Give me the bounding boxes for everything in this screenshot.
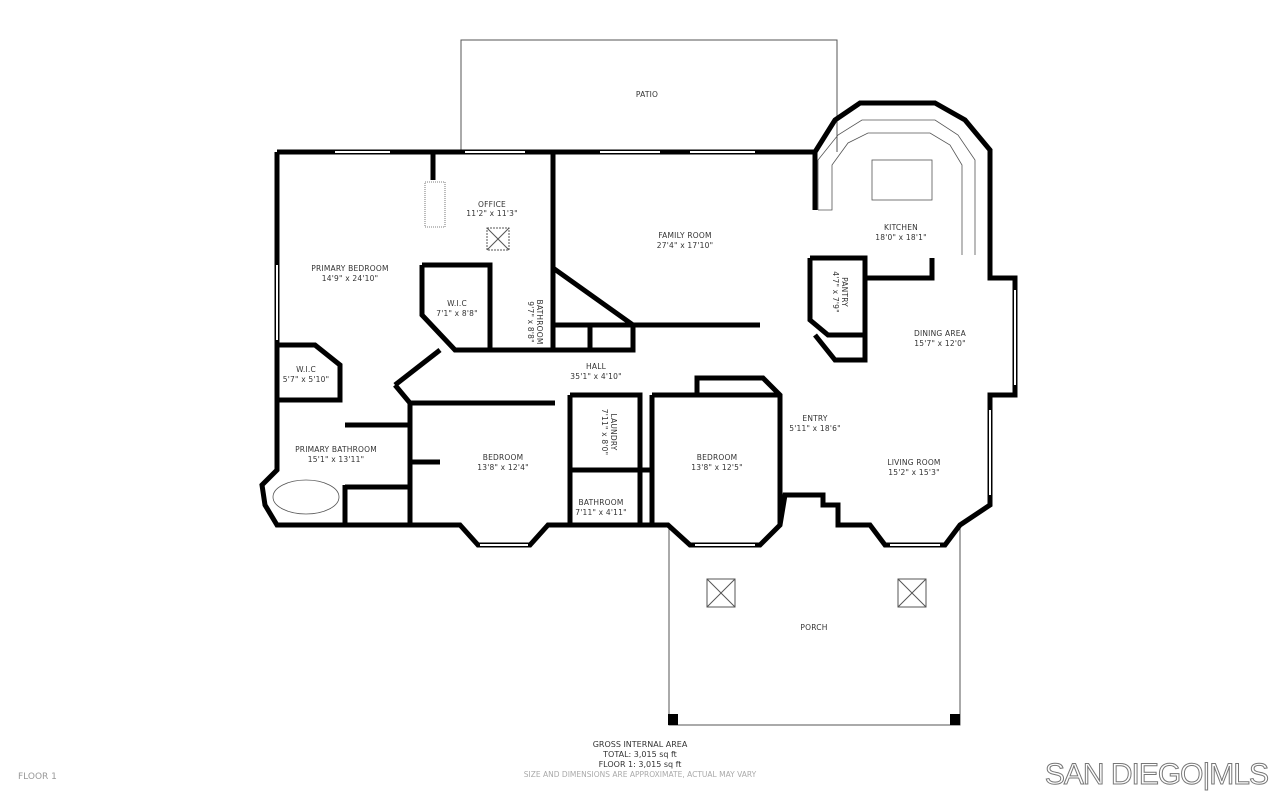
- room-labels: PATIO OFFICE 11'2" x 11'3" FAMILY ROOM 2…: [283, 90, 967, 632]
- porch-outline: [668, 525, 961, 726]
- dims-entry: 5'11" x 18'6": [789, 424, 840, 433]
- floor1-area: FLOOR 1: 3,015 sq ft: [598, 760, 682, 769]
- label-pantry: PANTRY: [840, 277, 849, 307]
- kitchen-counter: [817, 119, 976, 255]
- walls: [259, 100, 1018, 548]
- label-primary-bathroom: PRIMARY BATHROOM: [295, 445, 377, 454]
- bathtub-icon: [272, 479, 340, 515]
- label-laundry: LAUNDRY: [609, 413, 618, 450]
- gross-area-title: GROSS INTERNAL AREA: [592, 740, 688, 749]
- dims-office: 11'2" x 11'3": [466, 209, 517, 218]
- label-kitchen: KITCHEN: [884, 223, 918, 232]
- label-patio: PATIO: [636, 90, 658, 99]
- porch-post: [950, 714, 960, 725]
- dims-bedroom: 13'8" x 12'5": [691, 463, 742, 472]
- total-area: TOTAL: 3,015 sq ft: [603, 750, 677, 759]
- patio-outline: [460, 39, 838, 152]
- kitchen-island: [871, 159, 933, 201]
- san-diego-mls-logo: SAN DIEGO|MLS: [1044, 758, 1269, 792]
- label-primary-bedroom: PRIMARY BEDROOM: [311, 264, 388, 273]
- skylight-icon: [706, 578, 736, 608]
- label-wic: W.I.C: [296, 365, 316, 374]
- label-living-room: LIVING ROOM: [887, 458, 940, 467]
- disclaimer: SIZE AND DIMENSIONS ARE APPROXIMATE, ACT…: [523, 770, 757, 779]
- dims-wic: 7'1" x 8'8": [436, 309, 478, 318]
- label-bedroom: BEDROOM: [483, 453, 524, 462]
- label-wic: W.I.C: [447, 299, 467, 308]
- skylight-icon: [486, 227, 510, 251]
- dims-primary-bathroom: 15'1" x 13'11": [308, 455, 364, 464]
- stair-hatch: [424, 181, 446, 228]
- skylight-icon: [897, 578, 927, 608]
- dims-pantry: 4'7" x 7'9": [831, 271, 840, 313]
- dims-laundry: 7'11" x 8'0": [600, 409, 609, 456]
- dims-wic: 5'7" x 5'10": [283, 375, 330, 384]
- label-dining-area: DINING AREA: [914, 329, 967, 338]
- porch-post: [668, 714, 678, 725]
- label-hall: HALL: [586, 362, 607, 371]
- label-bedroom: BEDROOM: [697, 453, 738, 462]
- dims-bathroom: 7'11" x 4'11": [575, 508, 626, 517]
- dims-kitchen: 18'0" x 18'1": [875, 233, 926, 242]
- label-office: OFFICE: [478, 200, 506, 209]
- label-bathroom: BATHROOM: [535, 299, 544, 344]
- label-bathroom: BATHROOM: [578, 498, 623, 507]
- dims-primary-bedroom: 14'9" x 24'10": [322, 274, 378, 283]
- label-porch: PORCH: [800, 623, 827, 632]
- label-family-room: FAMILY ROOM: [658, 231, 711, 240]
- dims-family-room: 27'4" x 17'10": [657, 241, 713, 250]
- label-entry: ENTRY: [802, 414, 827, 423]
- dims-dining-area: 15'7" x 12'0": [914, 339, 965, 348]
- dims-bathroom: 9'7" x 8'8": [526, 301, 535, 343]
- floor-label: FLOOR 1: [18, 772, 57, 782]
- dims-hall: 35'1" x 4'10": [570, 372, 621, 381]
- area-summary: GROSS INTERNAL AREA TOTAL: 3,015 sq ft F…: [490, 740, 790, 780]
- dims-living-room: 15'2" x 15'3": [888, 468, 939, 477]
- dims-bedroom: 13'8" x 12'4": [477, 463, 528, 472]
